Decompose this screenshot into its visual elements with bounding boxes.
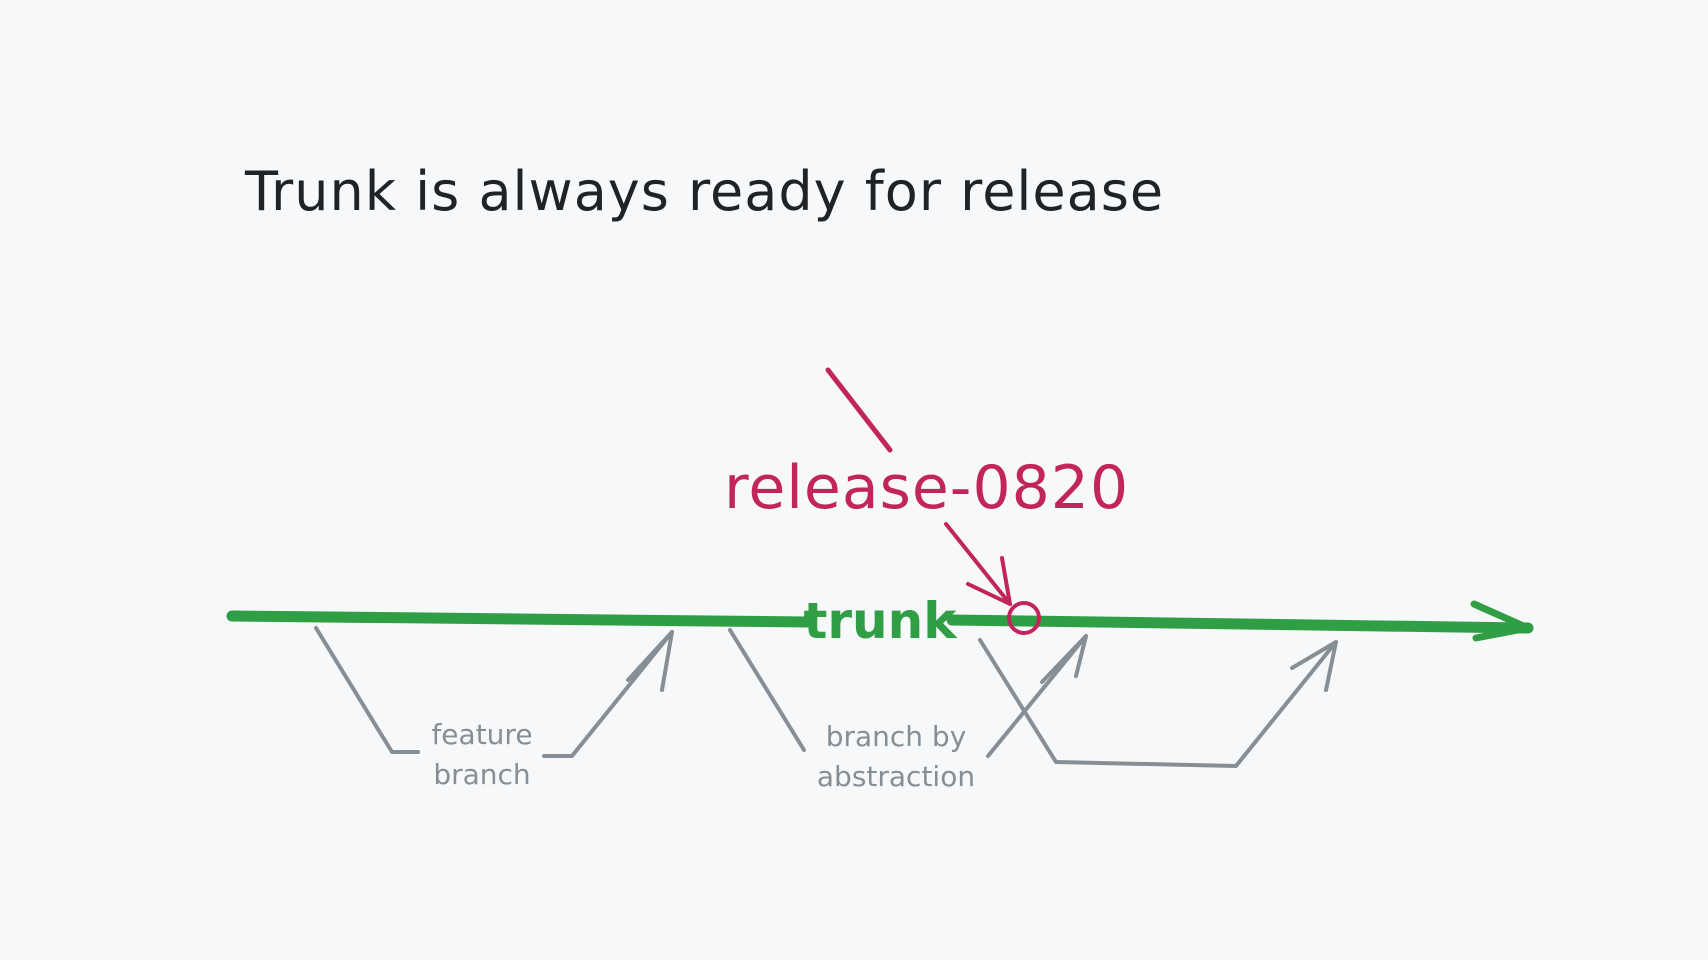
abstraction-branch-label-line2: abstraction (817, 760, 975, 793)
trunk-label: trunk (803, 592, 958, 650)
diagram-title: Trunk is always ready for release (244, 160, 1164, 223)
feature-branch-label-line1: feature (431, 718, 532, 751)
feature-branch-label-line2: branch (433, 758, 530, 791)
trunk-arrowhead (1470, 600, 1532, 642)
release-label: release-0820 (724, 453, 1129, 523)
abstraction-branch-label-line1: branch by (826, 720, 967, 753)
feature-branch-path (314, 626, 674, 758)
trunk-line (226, 610, 1534, 634)
release-commit-marker (1007, 601, 1041, 635)
abstraction-branch-path (728, 628, 1338, 768)
release-pointer-line (825, 367, 893, 453)
release-arrow (944, 522, 1012, 606)
